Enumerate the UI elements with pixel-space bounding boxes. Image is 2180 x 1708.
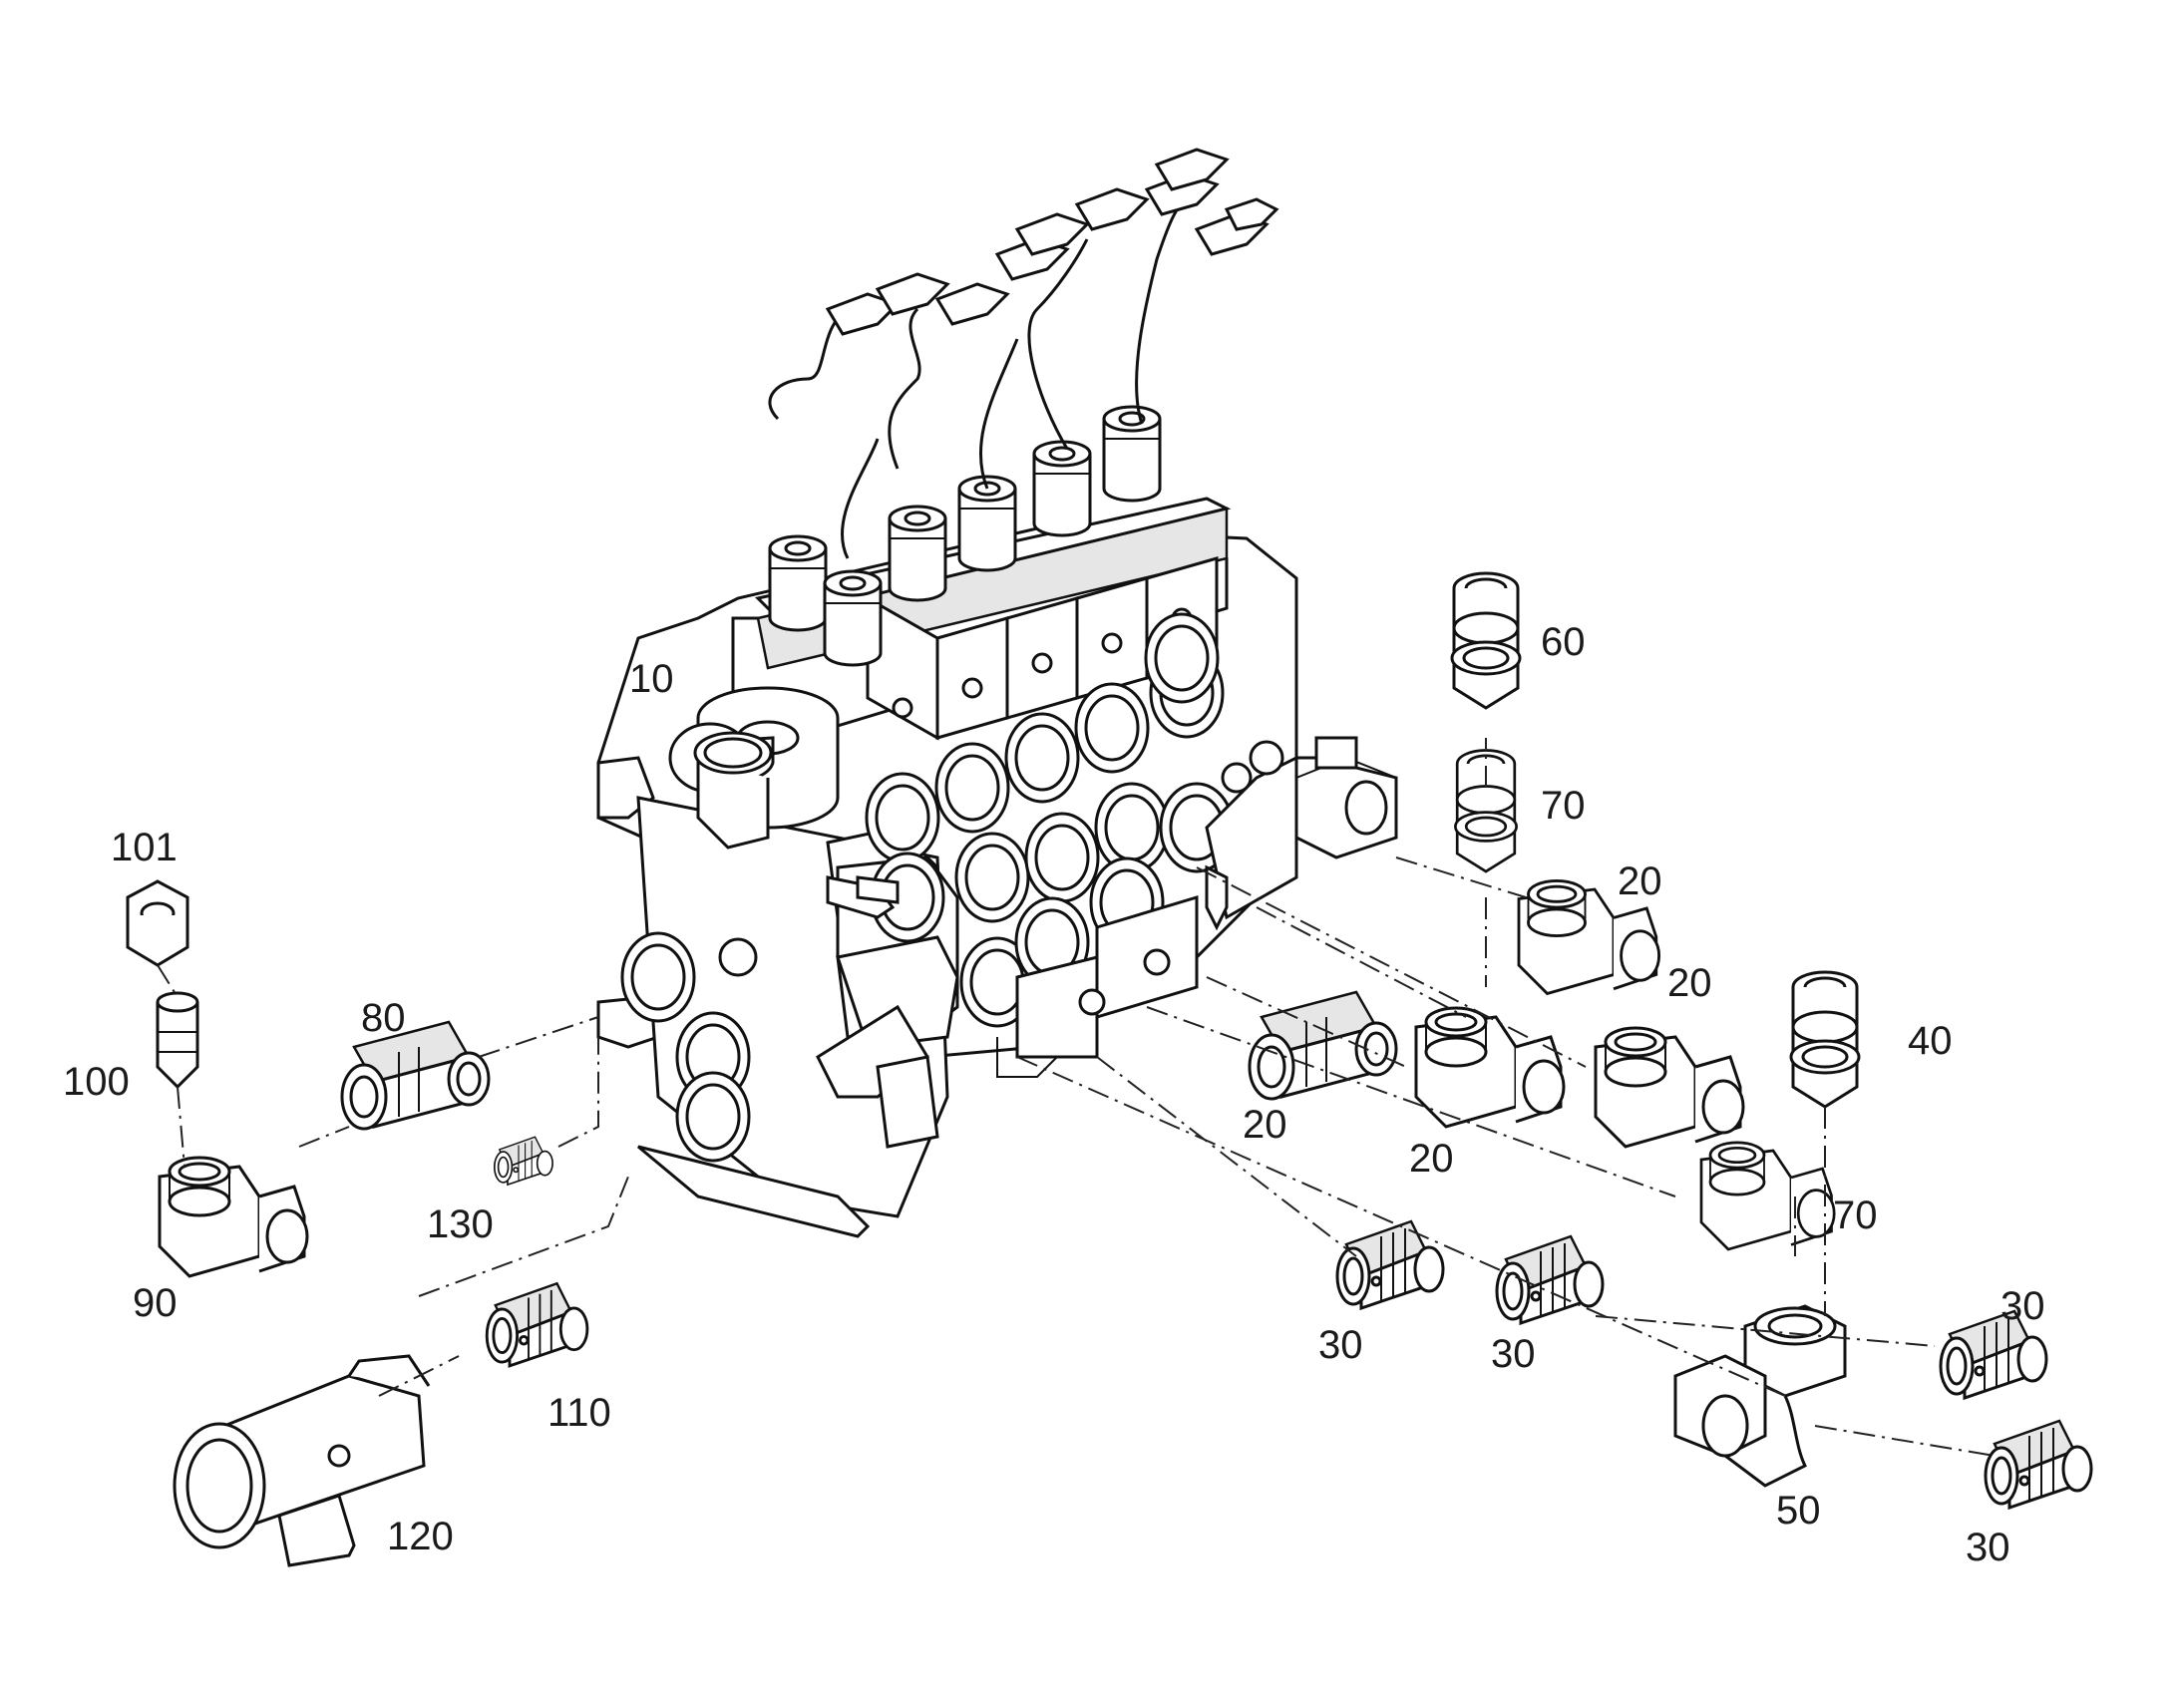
label-part-30-d: 30 [1966, 1526, 2010, 1569]
part-30-adapter-d [1984, 1419, 2093, 1510]
label-part-20-c: 20 [1243, 1103, 1287, 1147]
solenoid-coils [768, 148, 1279, 667]
label-part-120: 120 [387, 1515, 454, 1558]
label-part-110: 110 [547, 1391, 611, 1435]
label-part-130: 130 [427, 1202, 494, 1246]
label-part-10: 10 [629, 657, 674, 701]
label-part-30-a: 30 [1318, 1323, 1363, 1367]
part-70-right-adapter [1699, 1141, 1836, 1251]
part-20-elbow-c [1414, 1006, 1566, 1129]
label-part-30-b: 30 [1491, 1332, 1536, 1376]
part-20-elbow-b [1594, 1026, 1745, 1149]
part-120-tee [173, 1354, 431, 1567]
control-valve-block [596, 148, 1398, 1238]
part-110-adapter [485, 1281, 589, 1368]
label-part-20-a: 20 [1618, 859, 1662, 903]
part-20-straight-d [1248, 990, 1398, 1101]
part-60-adapter-vertical [1450, 571, 1522, 710]
label-part-20-d: 20 [1409, 1137, 1454, 1181]
part-30-adapter-b [1495, 1234, 1605, 1325]
label-part-20-b: 20 [1667, 961, 1712, 1005]
part-50-swivel-elbow [1673, 1304, 1847, 1488]
part-101-nut [126, 879, 189, 967]
label-part-90: 90 [133, 1281, 178, 1325]
part-number-labels: 10 101 100 80 130 90 110 120 60 70 20 20… [63, 620, 2045, 1569]
label-part-70-right: 70 [1833, 1194, 1878, 1237]
label-part-60: 60 [1541, 620, 1586, 664]
label-part-80: 80 [361, 996, 406, 1040]
part-30-adapter-a [1335, 1219, 1445, 1310]
label-part-70-top: 70 [1541, 784, 1586, 828]
part-40-tee [1789, 970, 1861, 1109]
label-part-30-c: 30 [2000, 1284, 2045, 1328]
label-part-100: 100 [63, 1060, 130, 1104]
part-100-plug [156, 991, 199, 1090]
part-90-swivel-elbow [158, 1156, 309, 1278]
part-130-nipple [493, 1136, 553, 1186]
assembly-lines [157, 738, 1996, 1457]
label-part-40: 40 [1908, 1019, 1953, 1063]
label-part-50: 50 [1776, 1489, 1821, 1533]
label-part-101: 101 [111, 826, 178, 869]
